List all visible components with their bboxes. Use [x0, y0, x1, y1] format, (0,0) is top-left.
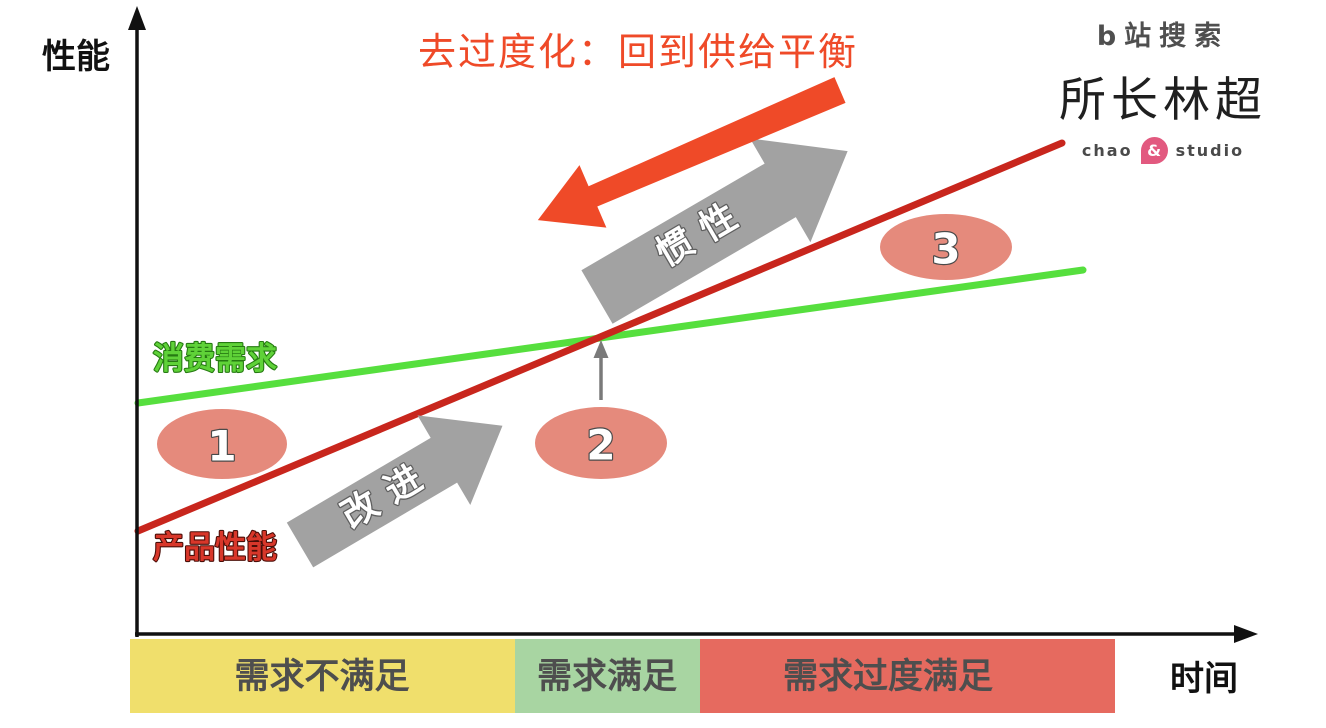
marker-number-2: 2: [586, 421, 615, 470]
improve-arrow: [286, 415, 503, 568]
band-demand-overmet: [700, 639, 1115, 713]
intersection-pointer-arrow: [593, 340, 609, 400]
improve-arrow-shape: [286, 415, 503, 568]
chart-title: 去过度化：回到供给平衡: [418, 30, 858, 74]
studio-word-right: studio: [1175, 141, 1245, 160]
x-axis-bands: 需求不满足 需求满足 需求过度满足: [130, 639, 1115, 713]
axes: 性能 时间: [42, 6, 1258, 699]
deexcess-arrow: [537, 77, 846, 228]
intersection-pointer-head: [593, 340, 609, 358]
ampersand-badge-icon: &: [1140, 137, 1168, 164]
x-axis-arrowhead: [1234, 625, 1258, 643]
band-label-demand-met: 需求满足: [537, 657, 677, 697]
deexcess-arrow-shape: [537, 77, 846, 228]
bilibili-search-hint: b站搜索: [1096, 21, 1230, 52]
y-axis-arrowhead: [128, 6, 146, 30]
marker-ellipse-1: [157, 409, 287, 479]
inertia-arrow-shape: [581, 138, 848, 324]
marker-number-1: 1: [207, 422, 236, 471]
consumer-demand-line: [134, 266, 1087, 407]
channel-logo: b站搜索 所长林超 chao & studio: [1028, 14, 1298, 164]
product-performance-line: [134, 139, 1066, 535]
band-label-demand-overmet: 需求过度满足: [783, 657, 993, 697]
product-performance-label: 产品性能: [153, 530, 277, 566]
marker-ellipse-3: [880, 214, 1012, 280]
band-demand-unmet: [130, 639, 515, 713]
channel-name: 所长林超: [1059, 73, 1267, 128]
consumer-demand-label: 消费需求: [153, 341, 277, 377]
inertia-arrow: [581, 138, 848, 324]
band-demand-met: [515, 639, 700, 713]
studio-wordmark: chao & studio: [1028, 137, 1298, 164]
band-label-demand-unmet: 需求不满足: [234, 657, 409, 697]
marker-ellipse-2: [535, 407, 667, 479]
studio-word-left: chao: [1081, 141, 1133, 160]
x-axis-label: 时间: [1170, 659, 1238, 699]
y-axis-label: 性能: [42, 37, 110, 77]
stage-markers: 1 2 3: [157, 214, 1012, 479]
marker-number-3: 3: [931, 225, 960, 274]
